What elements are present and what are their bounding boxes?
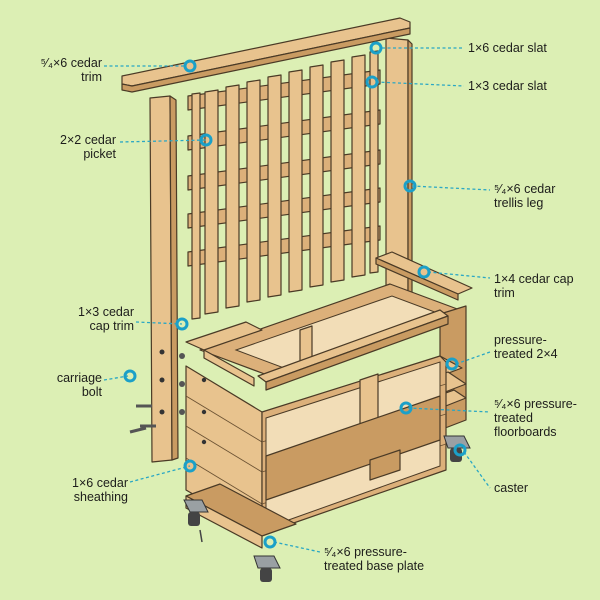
left-trellis-leg: [149, 95, 179, 463]
lattice-front-slats: [191, 50, 379, 320]
caster-front-center: [253, 555, 281, 582]
carriage-bolts: [129, 353, 185, 434]
callout-markers: [123, 41, 467, 549]
label-cedar-sheathing: 1×6 cedar sheathing: [72, 476, 128, 504]
front-cap-trim: [185, 309, 449, 391]
label-1x6-cedar-slat: 1×6 cedar slat: [468, 41, 547, 55]
label-1x3-cedar-slat: 1×3 cedar slat: [468, 79, 547, 93]
label-1x3-cap-trim: 1×3 cedar cap trim: [78, 305, 134, 333]
caster-front-left: [183, 499, 209, 543]
label-base-plate: ⁵⁄₄×6 pressure- treated base plate: [324, 545, 425, 573]
label-caster: caster: [494, 481, 529, 495]
label-carriage-bolt: carriage bolt: [56, 371, 102, 399]
label-1x4-cap-trim: 1×4 cedar cap trim: [494, 272, 574, 300]
label-2x2-cedar-picket: 2×2 cedar picket: [60, 133, 116, 161]
lattice-vertical-pickets: [204, 54, 366, 315]
label-floorboards: ⁵⁄₄×6 pressure- treated floorboards: [494, 397, 577, 439]
right-cap-trim: [375, 251, 473, 301]
label-trellis-leg: ⁵⁄₄×6 cedar trellis leg: [494, 182, 556, 210]
leader-lines: [103, 47, 491, 553]
label-cedar-trim: ⁵⁄₄×6 cedar trim: [40, 56, 102, 84]
label-pressure-treated-2x4: pressure- treated 2×4: [494, 333, 558, 361]
